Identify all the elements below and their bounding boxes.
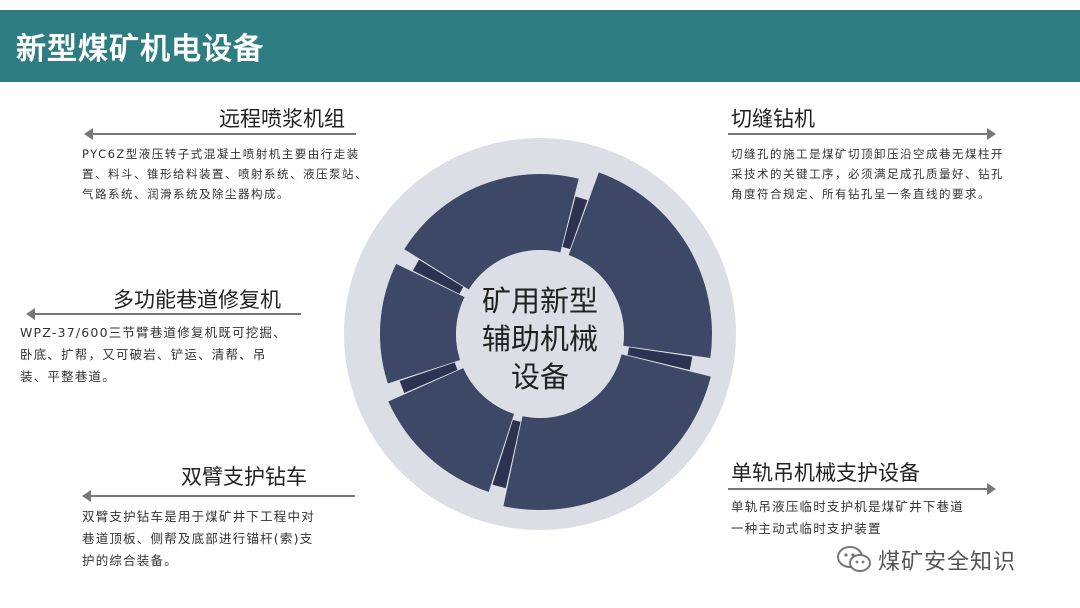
desc-line: 巷道顶板、侧帮及底部进行锚杆(索)支 bbox=[82, 531, 314, 546]
right-arrow-2 bbox=[728, 483, 996, 495]
remote-shotcrete-desc: PYC6Z型液压转子式混凝土喷射机主要由行走装 置、料斗、锥形给料装置、喷射系统… bbox=[82, 144, 372, 204]
center-disc bbox=[456, 250, 624, 418]
segment-connector bbox=[627, 347, 693, 370]
segment-connector bbox=[399, 362, 458, 394]
arrow-head-icon bbox=[26, 308, 35, 320]
desc-line: 一种主动式临时支护装置 bbox=[731, 521, 882, 536]
monorail-support-desc: 单轨吊液压临时支护机是煤矿井下巷道 一种主动式临时支护装置 bbox=[731, 496, 1031, 540]
segment-connector bbox=[562, 196, 588, 250]
desc-line: 采技术的关键工序，必须满足成孔质量好、钻孔 bbox=[731, 167, 1004, 181]
left-arrow-1 bbox=[84, 128, 356, 140]
slot-drill-desc: 切缝孔的施工是煤矿切顶卸压沿空成巷无煤柱开 采技术的关键工序，必须满足成孔质量好… bbox=[731, 144, 1031, 204]
left-arrow-3 bbox=[82, 490, 355, 502]
arrow-head-icon bbox=[82, 490, 91, 502]
remote-shotcrete-title: 远程喷浆机组 bbox=[219, 107, 345, 131]
desc-line: 气路系统、润滑系统及除尘器构成。 bbox=[82, 187, 290, 201]
ring-segment bbox=[568, 172, 712, 358]
desc-line: 单轨吊液压临时支护机是煤矿井下巷道 bbox=[731, 499, 964, 514]
roadway-repair-desc: WPZ-37/600三节臂巷道修复机既可挖掘、 卧底、扩帮，又可破岩、铲运、清帮… bbox=[20, 322, 320, 388]
center-line-3: 设备 bbox=[511, 360, 569, 394]
ring-segment bbox=[503, 354, 711, 510]
segment-connector bbox=[412, 259, 464, 294]
dual-arm-drill-title: 双臂支护钻车 bbox=[181, 465, 307, 489]
center-wheel-diagram: 矿用新型 辅助机械 设备 bbox=[344, 138, 736, 530]
ring-segment bbox=[404, 174, 579, 290]
desc-line: 装、平整巷道。 bbox=[20, 369, 116, 384]
desc-line: 卧底、扩帮，又可破岩、铲运、清帮、吊 bbox=[20, 347, 267, 362]
arrow-head-icon bbox=[84, 128, 93, 140]
desc-line: 双臂支护钻车是用于煤矿井下工程中对 bbox=[82, 509, 315, 524]
wechat-icon bbox=[837, 546, 871, 572]
segment-connector bbox=[492, 419, 521, 489]
right-arrow-1 bbox=[728, 128, 996, 140]
page-title: 新型煤矿机电设备 bbox=[16, 32, 264, 67]
arrow-head-icon bbox=[987, 483, 996, 495]
ring-segment bbox=[388, 368, 515, 492]
slot-drill-title: 切缝钻机 bbox=[731, 107, 815, 131]
left-arrow-2 bbox=[26, 308, 301, 320]
watermark: 煤矿安全知识 bbox=[836, 543, 1016, 577]
center-line-1: 矿用新型 bbox=[482, 284, 598, 318]
watermark-text: 煤矿安全知识 bbox=[878, 550, 1017, 575]
monorail-support-title: 单轨吊机械支护设备 bbox=[731, 461, 920, 485]
desc-line: 护的综合装备。 bbox=[82, 553, 178, 568]
desc-line: 切缝孔的施工是煤矿切顶卸压沿空成巷无煤柱开 bbox=[731, 147, 1004, 161]
title-bar: 新型煤矿机电设备 bbox=[0, 10, 1080, 82]
dual-arm-drill-desc: 双臂支护钻车是用于煤矿井下工程中对 巷道顶板、侧帮及底部进行锚杆(索)支 护的综… bbox=[82, 506, 372, 572]
desc-line: WPZ-37/600三节臂巷道修复机既可挖掘、 bbox=[20, 325, 287, 340]
center-line-2: 辅助机械 bbox=[482, 322, 598, 356]
desc-line: 置、料斗、锥形给料装置、喷射系统、液压泵站、 bbox=[82, 167, 368, 181]
desc-line: 角度符合规定、所有钻孔呈一条直线的要求。 bbox=[731, 187, 991, 201]
arrow-head-icon bbox=[987, 128, 996, 140]
ring-segment bbox=[380, 263, 465, 384]
top-strip bbox=[0, 0, 1080, 10]
roadway-repair-title: 多功能巷道修复机 bbox=[113, 288, 281, 312]
desc-line: PYC6Z型液压转子式混凝土喷射机主要由行走装 bbox=[82, 147, 360, 161]
